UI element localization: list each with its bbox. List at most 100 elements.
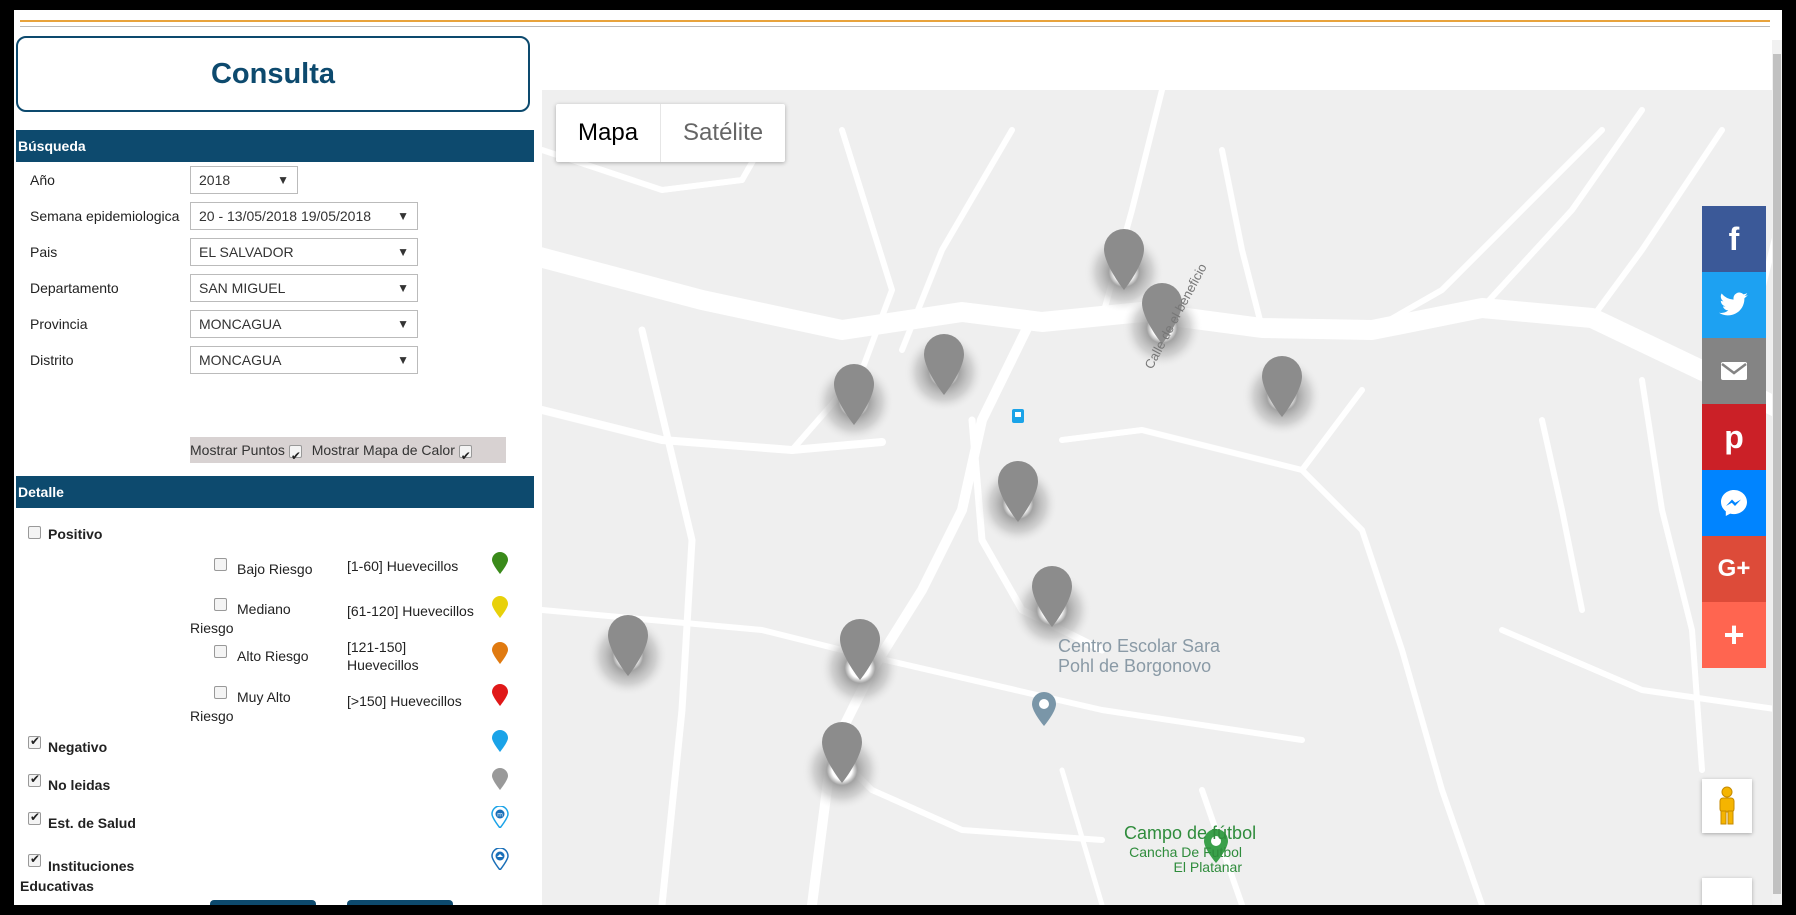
plus-icon: + — [1723, 614, 1745, 655]
map-pin-icon[interactable] — [840, 619, 880, 680]
medium-risk-label: Mediano Riesgo — [190, 601, 291, 636]
very-high-risk-pin-icon — [492, 684, 508, 706]
google-plus-share-button[interactable]: G+ — [1702, 536, 1766, 602]
high-risk-pin-icon — [492, 642, 508, 664]
dropdown-arrow-icon: ▼ — [397, 317, 409, 331]
map-pin-icon[interactable] — [608, 615, 648, 676]
more-share-button[interactable]: + — [1702, 602, 1766, 668]
map-canvas: Calle de el beneficio Centro Escolar Sar… — [542, 90, 1782, 905]
health-center-icon: m — [491, 806, 509, 828]
facebook-share-button[interactable]: f — [1702, 206, 1766, 272]
district-label: Distrito — [30, 352, 74, 368]
map-pin-icon[interactable] — [924, 334, 964, 395]
map-type-map-button[interactable]: Mapa — [578, 119, 639, 146]
map-pin-icon[interactable] — [1262, 356, 1302, 417]
department-label: Departamento — [30, 280, 119, 296]
map-pin-icon[interactable] — [1104, 229, 1144, 290]
low-risk-label: Bajo Riesgo — [237, 561, 313, 577]
pinterest-icon: p — [1724, 418, 1744, 455]
health-center-label: Est. de Salud — [48, 815, 136, 831]
top-divider-line — [20, 26, 1770, 27]
map-type-control: Mapa Satélite — [556, 104, 786, 162]
very-high-risk-range: [>150] Huevecillos — [347, 693, 462, 709]
week-label: Semana epidemiologica — [30, 208, 180, 224]
clear-button[interactable] — [347, 900, 453, 905]
province-select[interactable]: MONCAGUA▼ — [190, 310, 418, 338]
department-select[interactable]: SAN MIGUEL▼ — [190, 274, 418, 302]
show-points-checkbox[interactable] — [288, 443, 302, 469]
negative-pin-icon — [492, 730, 508, 752]
map-pin-icon[interactable] — [834, 364, 874, 425]
week-select[interactable]: 20 - 13/05/2018 19/05/2018▼ — [190, 202, 418, 230]
unread-markers — [608, 229, 1302, 783]
schools-checkbox[interactable] — [28, 852, 41, 867]
negative-label: Negativo — [48, 739, 108, 755]
pinterest-share-button[interactable]: p — [1702, 404, 1766, 470]
messenger-share-button[interactable] — [1702, 470, 1766, 536]
positive-checkbox[interactable] — [28, 526, 41, 539]
twitter-icon — [1719, 292, 1748, 316]
search-button[interactable] — [210, 900, 316, 905]
map-pin-icon[interactable] — [822, 722, 862, 783]
year-select[interactable]: 2018▼ — [190, 166, 298, 194]
page-scrollbar[interactable] — [1772, 40, 1782, 905]
negative-checkbox[interactable] — [28, 734, 41, 749]
messenger-icon — [1721, 490, 1747, 516]
dropdown-arrow-icon: ▼ — [397, 209, 409, 223]
email-icon — [1721, 362, 1747, 380]
roads — [542, 90, 1782, 905]
street-view-pegman[interactable] — [1702, 779, 1752, 833]
dropdown-arrow-icon: ▼ — [397, 245, 409, 259]
search-section-header: Búsqueda — [16, 130, 534, 162]
high-risk-range: [121-150] Huevecillos — [347, 639, 419, 673]
twitter-share-button[interactable] — [1702, 272, 1766, 338]
show-heatmap-checkbox[interactable] — [458, 443, 472, 469]
social-share-bar: f p G+ + — [1702, 206, 1766, 668]
field-label-sub1: Cancha De Futbol — [1129, 844, 1242, 860]
high-risk-checkbox[interactable] — [214, 645, 227, 658]
medium-risk-range: [61-120] Huevecillos — [347, 603, 474, 619]
email-share-button[interactable] — [1702, 338, 1766, 404]
pegman-icon — [1719, 786, 1735, 825]
poi-markers — [1012, 409, 1228, 863]
low-risk-range: [1-60] Huevecillos — [347, 558, 459, 574]
map-pin-icon[interactable] — [1142, 283, 1182, 344]
dropdown-arrow-icon: ▼ — [277, 173, 289, 187]
year-label: Año — [30, 172, 55, 188]
map-type-satellite-button[interactable]: Satélite — [660, 104, 785, 162]
map-pin-icon[interactable] — [998, 461, 1038, 522]
display-toggles: Mostrar Puntos Mostrar Mapa de Calor — [190, 437, 506, 469]
panel-title-box: Consulta — [16, 36, 530, 112]
medium-risk-checkbox[interactable] — [214, 598, 227, 611]
map-view[interactable]: Calle de el beneficio Centro Escolar Sar… — [542, 90, 1782, 905]
field-label-sub2: El Platanar — [1174, 859, 1243, 875]
health-center-checkbox[interactable] — [28, 810, 41, 825]
field-label-title: Campo de fútbol — [1124, 823, 1256, 843]
map-pin-icon[interactable] — [1032, 566, 1072, 627]
app-frame: Consulta Búsqueda Año 2018▼ Semana epide… — [14, 10, 1782, 905]
google-plus-icon: G+ — [1717, 555, 1751, 582]
facebook-icon: f — [1728, 220, 1740, 257]
positive-label: Positivo — [48, 526, 103, 542]
country-label: Pais — [30, 244, 58, 260]
query-panel: Consulta Búsqueda Año 2018▼ Semana epide… — [14, 34, 536, 905]
province-label: Provincia — [30, 316, 88, 332]
panel-title: Consulta — [210, 57, 336, 90]
very-high-risk-label: Muy Alto Riesgo — [190, 689, 291, 724]
detail-section-header: Detalle — [16, 476, 534, 508]
low-risk-pin-icon — [492, 552, 508, 574]
district-select[interactable]: MONCAGUA▼ — [190, 346, 418, 374]
show-points-label: Mostrar Puntos — [190, 442, 285, 458]
country-select[interactable]: EL SALVADOR▼ — [190, 238, 418, 266]
low-risk-checkbox[interactable] — [214, 558, 227, 571]
zoom-control[interactable] — [1702, 878, 1752, 905]
school-label-line2: Pohl de Borgonovo — [1058, 656, 1211, 676]
very-high-risk-checkbox[interactable] — [214, 686, 227, 699]
dropdown-arrow-icon: ▼ — [397, 353, 409, 367]
school-icon — [491, 848, 509, 870]
school-label-line1: Centro Escolar Sara — [1058, 636, 1221, 656]
schools-label: Instituciones Educativas — [20, 858, 135, 894]
scrollbar-thumb[interactable] — [1773, 54, 1781, 894]
medium-risk-pin-icon — [492, 596, 508, 618]
unread-checkbox[interactable] — [28, 772, 41, 787]
